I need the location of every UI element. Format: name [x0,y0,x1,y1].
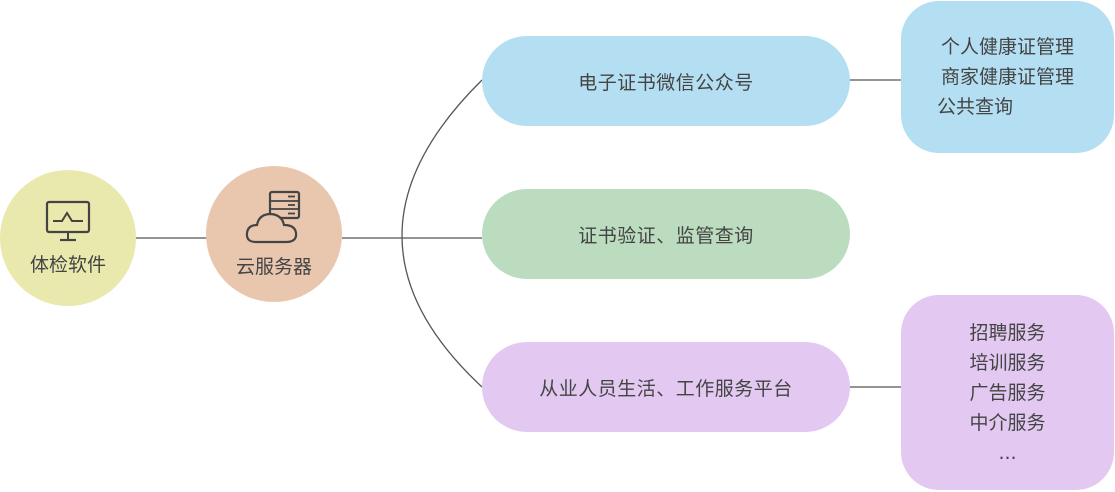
monitor-icon [45,200,91,241]
cloud-label: 云服务器 [235,255,312,278]
wechat-node: 电子证书微信公众号 [482,36,850,126]
verify-node: 证书验证、监管查询 [482,189,850,279]
practitioner-details-box: 招聘服务 培训服务 广告服务 中介服务 ... [901,295,1114,490]
wechat-details-box: 个人健康证管理 商家健康证管理 公共查询 [901,1,1114,153]
software-node: 体检软件 [0,170,136,306]
detail-item: 个人健康证管理 [940,36,1074,58]
branch-arc [401,79,483,388]
software-label: 体检软件 [29,253,106,276]
detail-item: ... [998,441,1017,464]
verify-label: 证书验证、监管查询 [578,224,754,247]
detail-item: 中介服务 [969,411,1046,434]
wechat-label: 电子证书微信公众号 [578,71,754,94]
cloud-node: 云服务器 [206,166,342,302]
practitioner-label: 从业人员生活、工作服务平台 [539,377,793,400]
detail-item: 培训服务 [969,351,1046,374]
cloud-server-icon [245,190,301,243]
detail-item: 商家健康证管理 [940,66,1074,88]
detail-item: 广告服务 [969,381,1046,404]
detail-item: 招聘服务 [969,321,1046,344]
detail-item: 公共查询 [937,96,1014,118]
practitioner-node: 从业人员生活、工作服务平台 [482,342,850,432]
